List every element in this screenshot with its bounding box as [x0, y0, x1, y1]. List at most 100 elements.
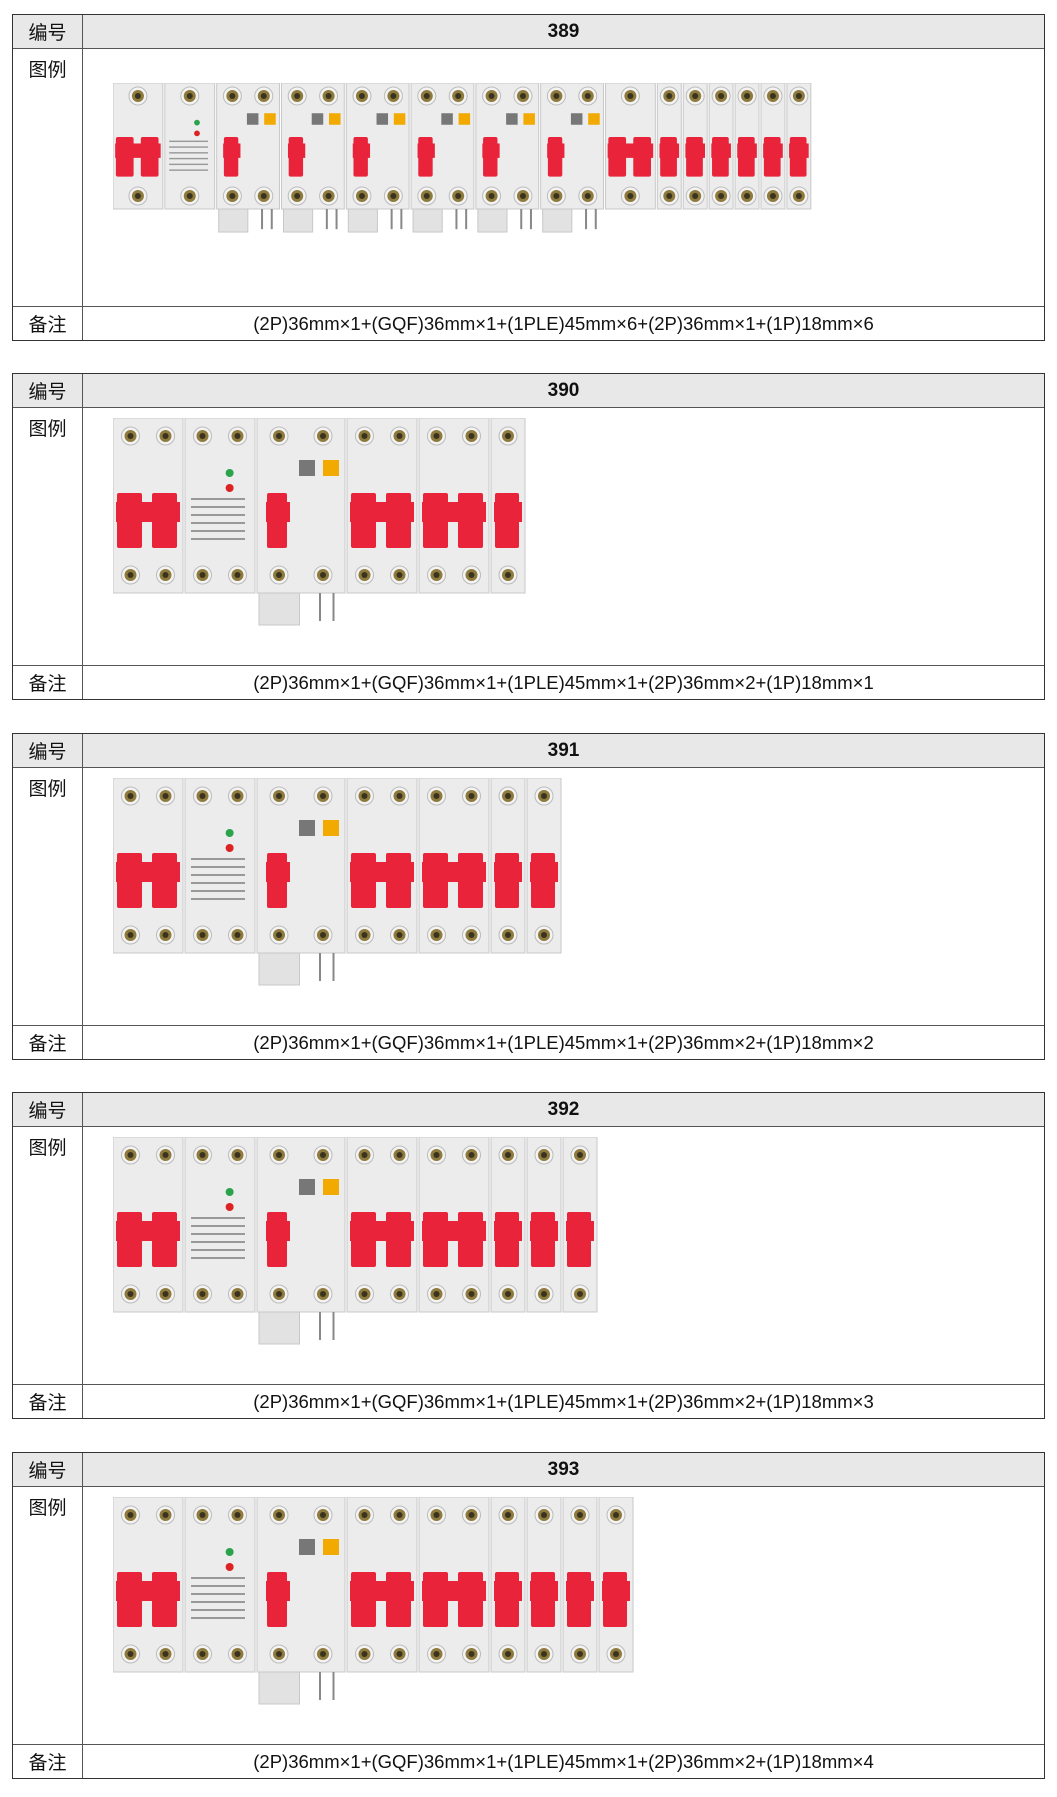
- breaker-1p: [490, 418, 526, 594]
- figure-label: 图例: [13, 1487, 83, 1744]
- breaker-2p: [113, 778, 184, 954]
- breaker-2p: [113, 83, 164, 210]
- breaker-figure: [83, 1487, 1044, 1744]
- breaker-figure: [83, 1127, 1044, 1384]
- breaker-2p: [418, 1137, 490, 1313]
- id-label: 编号: [13, 1093, 83, 1126]
- breaker-gqf: [184, 1137, 256, 1313]
- figure-row: 图例: [13, 768, 1044, 1026]
- breaker-figure: [83, 408, 1044, 665]
- breaker-assembly: [113, 1137, 598, 1345]
- breaker-2p: [604, 83, 656, 210]
- config-number: 392: [547, 1098, 580, 1120]
- config-number: 389: [547, 20, 580, 42]
- figure-row: 图例: [13, 49, 1044, 307]
- breaker-1p: [656, 83, 682, 210]
- figure-label: 图例: [13, 408, 83, 665]
- breaker-2p: [113, 418, 184, 594]
- remark-text: (2P)36mm×1+(GQF)36mm×1+(1PLE)45mm×1+(2P)…: [253, 1031, 874, 1053]
- breaker-figure: [83, 768, 1044, 1025]
- breaker-1ple: [216, 83, 280, 233]
- config-number: 393: [547, 1458, 580, 1480]
- header-row: 编号 391: [13, 734, 1044, 768]
- breaker-1p: [682, 83, 708, 210]
- figure-label: 图例: [13, 49, 83, 306]
- breaker-1ple: [475, 83, 540, 233]
- header-row: 编号 393: [13, 1453, 1044, 1487]
- breaker-1p: [526, 1497, 562, 1673]
- header-row: 编号 390: [13, 374, 1044, 408]
- spec-card: 编号 392 图例 备注 (2P)36mm×1+(GQF)36mm×1+(1PL…: [12, 1092, 1045, 1419]
- remark-row: 备注 (2P)36mm×1+(GQF)36mm×1+(1PLE)45mm×1+(…: [13, 1745, 1044, 1778]
- figure-row: 图例: [13, 1127, 1044, 1385]
- breaker-2p: [346, 1137, 418, 1313]
- remark-label: 备注: [13, 1745, 83, 1778]
- remark-row: 备注 (2P)36mm×1+(GQF)36mm×1+(1PLE)45mm×6+(…: [13, 307, 1044, 340]
- figure-row: 图例: [13, 1487, 1044, 1745]
- header-row: 编号 392: [13, 1093, 1044, 1127]
- remark-text: (2P)36mm×1+(GQF)36mm×1+(1PLE)45mm×1+(2P)…: [253, 1390, 874, 1412]
- breaker-1p: [734, 83, 760, 210]
- breaker-1p: [786, 83, 812, 210]
- spec-card: 编号 393 图例 备注 (2P)36mm×1+(GQF)36mm×1+(1PL…: [12, 1452, 1045, 1779]
- breaker-assembly: [113, 83, 812, 233]
- breaker-2p: [113, 1497, 184, 1673]
- breaker-assembly: [113, 1497, 634, 1705]
- figure-label: 图例: [13, 768, 83, 1025]
- breaker-2p: [418, 1497, 490, 1673]
- breaker-1p: [598, 1497, 634, 1673]
- breaker-gqf: [164, 83, 216, 210]
- breaker-2p: [113, 1137, 184, 1313]
- breaker-1p: [760, 83, 786, 210]
- remark-text: (2P)36mm×1+(GQF)36mm×1+(1PLE)45mm×6+(2P)…: [253, 312, 874, 334]
- id-label: 编号: [13, 374, 83, 407]
- breaker-1p: [526, 778, 562, 954]
- config-number: 390: [547, 379, 580, 401]
- remark-label: 备注: [13, 1385, 83, 1418]
- breaker-1ple: [280, 83, 345, 233]
- breaker-gqf: [184, 778, 256, 954]
- remark-label: 备注: [13, 307, 83, 340]
- breaker-2p: [346, 1497, 418, 1673]
- id-label: 编号: [13, 1453, 83, 1486]
- breaker-1ple: [256, 778, 346, 986]
- remark-label: 备注: [13, 1026, 83, 1059]
- breaker-1ple: [540, 83, 604, 233]
- remark-row: 备注 (2P)36mm×1+(GQF)36mm×1+(1PLE)45mm×1+(…: [13, 1385, 1044, 1418]
- breaker-1ple: [256, 1137, 346, 1345]
- breaker-1p: [526, 1137, 562, 1313]
- id-label: 编号: [13, 15, 83, 48]
- config-number: 391: [547, 739, 580, 761]
- breaker-2p: [346, 418, 418, 594]
- breaker-1p: [708, 83, 734, 210]
- breaker-assembly: [113, 418, 526, 626]
- breaker-2p: [346, 778, 418, 954]
- spec-card: 编号 391 图例 备注 (2P)36mm×1+(GQF)36mm×1+(1PL…: [12, 733, 1045, 1060]
- remark-row: 备注 (2P)36mm×1+(GQF)36mm×1+(1PLE)45mm×1+(…: [13, 1026, 1044, 1059]
- breaker-1ple: [345, 83, 410, 233]
- breaker-1p: [562, 1137, 598, 1313]
- breaker-2p: [418, 778, 490, 954]
- breaker-assembly: [113, 778, 562, 986]
- breaker-1ple: [256, 1497, 346, 1705]
- breaker-gqf: [184, 418, 256, 594]
- id-label: 编号: [13, 734, 83, 767]
- breaker-2p: [418, 418, 490, 594]
- figure-label: 图例: [13, 1127, 83, 1384]
- figure-row: 图例: [13, 408, 1044, 666]
- remark-text: (2P)36mm×1+(GQF)36mm×1+(1PLE)45mm×1+(2P)…: [253, 1750, 874, 1772]
- breaker-1ple: [410, 83, 475, 233]
- breaker-figure: [83, 49, 1044, 306]
- spec-card: 编号 389 图例 备注 (2P)36mm×1+(GQF)36mm×1+(1PL…: [12, 14, 1045, 341]
- remark-text: (2P)36mm×1+(GQF)36mm×1+(1PLE)45mm×1+(2P)…: [253, 671, 874, 693]
- breaker-1ple: [256, 418, 346, 626]
- breaker-1p: [490, 1497, 526, 1673]
- breaker-1p: [562, 1497, 598, 1673]
- breaker-1p: [490, 778, 526, 954]
- spec-card: 编号 390 图例 备注 (2P)36mm×1+(GQF)36mm×1+(1PL…: [12, 373, 1045, 700]
- header-row: 编号 389: [13, 15, 1044, 49]
- breaker-gqf: [184, 1497, 256, 1673]
- remark-row: 备注 (2P)36mm×1+(GQF)36mm×1+(1PLE)45mm×1+(…: [13, 666, 1044, 699]
- breaker-1p: [490, 1137, 526, 1313]
- remark-label: 备注: [13, 666, 83, 699]
